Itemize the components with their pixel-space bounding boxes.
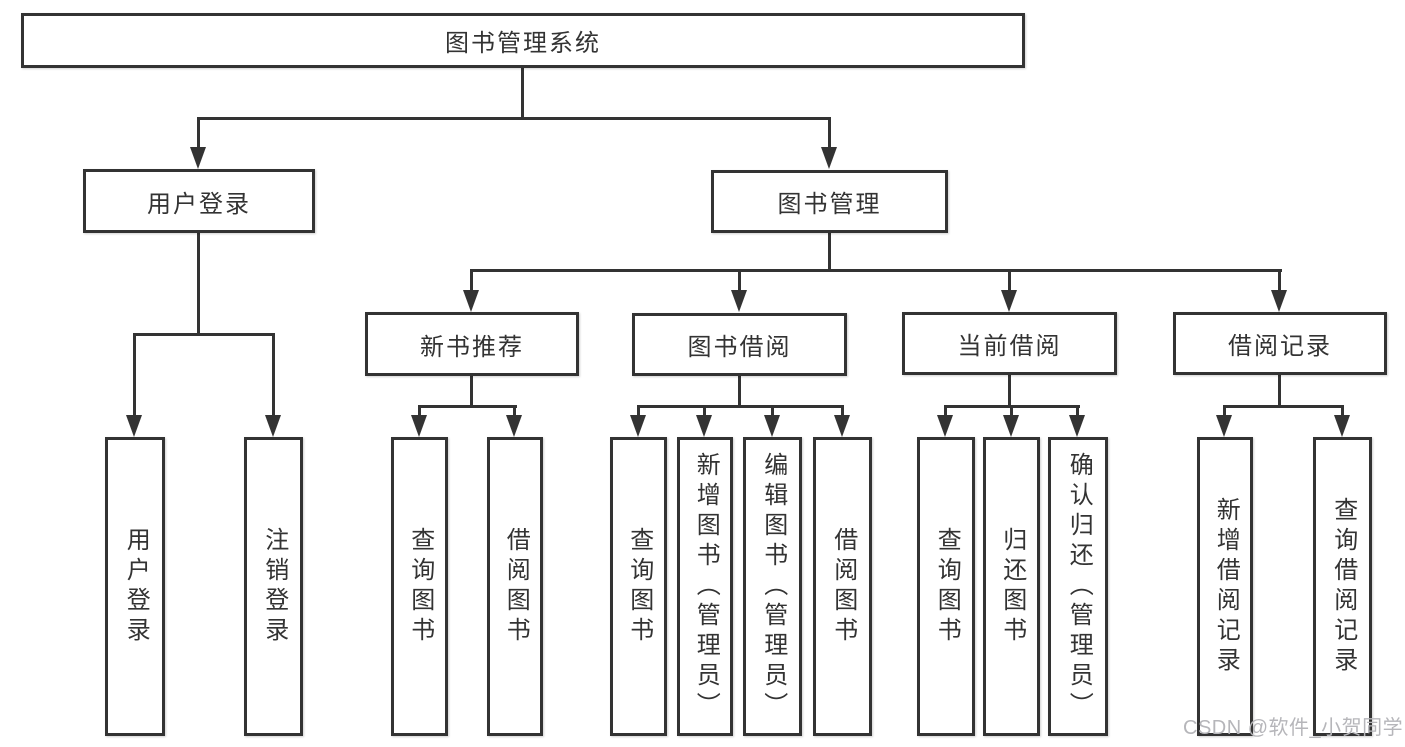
connector-line [703,405,706,416]
connector-line [1341,405,1344,416]
leaf-confirm-return-admin: 确认归还（管理员） [1048,437,1108,736]
connector-line [521,68,524,118]
leaf-add-book-admin: 新增图书（管理员） [677,437,733,736]
connector-line [1278,269,1281,292]
leaf-borrow-books-recommend: 借阅图书 [487,437,543,736]
connector-line [470,376,473,407]
leaf-query-books-recommend: 查询图书 [391,437,448,736]
arrow-down-icon [463,290,479,312]
connector-line [1223,405,1226,416]
arrow-down-icon [1334,415,1350,437]
connector-line [841,405,844,416]
connector-line [418,405,517,408]
connector-line [738,376,741,406]
connector-line [637,405,640,416]
connector-line [1223,405,1344,408]
node-borrow-records: 借阅记录 [1173,312,1387,375]
arrow-down-icon [834,415,850,437]
connector-line [828,233,831,272]
node-root: 图书管理系统 [21,13,1025,68]
node-new-book-recommend: 新书推荐 [365,312,579,376]
arrow-down-icon [1216,415,1232,437]
connector-line [944,405,947,416]
connector-line [470,269,1282,272]
connector-line [738,269,741,292]
leaf-borrow-books: 借阅图书 [813,437,872,736]
leaf-add-borrow-record: 新增借阅记录 [1197,437,1253,736]
arrow-down-icon [630,415,646,437]
node-user-login: 用户登录 [83,169,315,233]
node-book-management: 图书管理 [711,170,948,233]
connector-line [133,333,275,336]
connector-line [771,405,774,416]
leaf-user-login: 用户登录 [105,437,165,736]
connector-line [197,117,200,148]
arrow-down-icon [411,415,427,437]
connector-line [1008,375,1011,406]
connector-line [272,333,275,417]
arrow-down-icon [1001,290,1017,312]
connector-line [1008,269,1011,292]
arrow-down-icon [190,147,206,169]
leaf-query-books-borrow: 查询图书 [610,437,667,736]
connector-line [513,405,516,416]
connector-line [1076,405,1079,416]
connector-line [197,117,831,120]
arrow-down-icon [821,147,837,169]
leaf-query-borrow-record: 查询借阅记录 [1313,437,1372,736]
arrow-down-icon [764,415,780,437]
arrow-down-icon [126,415,142,437]
arrow-down-icon [1069,415,1085,437]
connector-line [197,233,200,335]
leaf-query-books-current: 查询图书 [917,437,975,736]
leaf-return-book: 归还图书 [983,437,1040,736]
arrow-down-icon [1003,415,1019,437]
connector-line [133,333,136,417]
leaf-logout: 注销登录 [244,437,303,736]
arrow-down-icon [696,415,712,437]
connector-line [828,117,831,148]
connector-line [1278,375,1281,406]
csdn-watermark: CSDN @软件_小贺同学 [1183,717,1404,739]
arrow-down-icon [265,415,281,437]
arrow-down-icon [937,415,953,437]
connector-line [637,405,844,408]
connector-line [1010,405,1013,416]
arrow-down-icon [731,290,747,312]
node-book-borrow: 图书借阅 [632,313,847,376]
arrow-down-icon [1271,290,1287,312]
arrow-down-icon [506,415,522,437]
leaf-edit-book-admin: 编辑图书（管理员） [743,437,802,736]
connector-line [418,405,421,416]
node-current-borrow: 当前借阅 [902,312,1117,375]
connector-line [470,269,473,292]
